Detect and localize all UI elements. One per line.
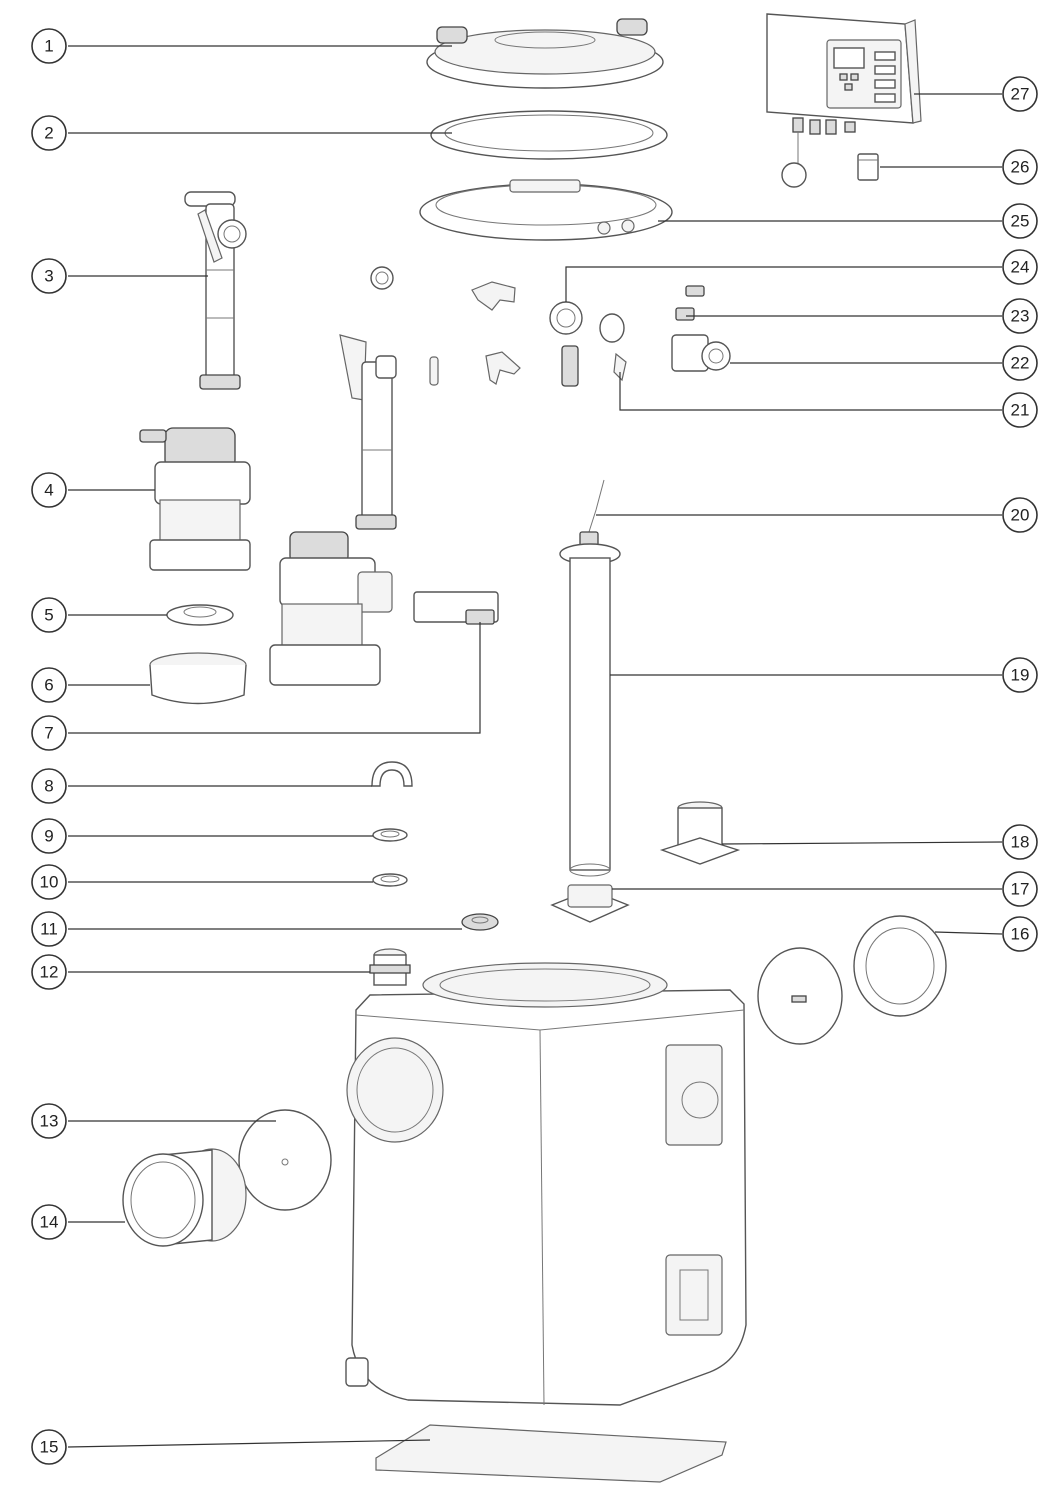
callout-18: 18 — [1002, 824, 1038, 860]
callout-24: 24 — [1002, 249, 1038, 285]
part-pump-center — [269, 531, 393, 686]
callout-19: 19 — [1002, 657, 1038, 693]
part-connector — [413, 591, 499, 625]
callout-22: 22 — [1002, 345, 1038, 381]
callout-11: 11 — [31, 911, 67, 947]
callout-3: 3 — [31, 258, 67, 294]
callout-18-label: 18 — [1011, 833, 1030, 852]
callout-10-label: 10 — [40, 873, 59, 892]
callout-17: 17 — [1002, 871, 1038, 907]
callout-27-label: 27 — [1011, 85, 1030, 104]
part-ring-10 — [372, 873, 408, 887]
part-impeller-plate — [166, 604, 234, 626]
part-nut-11 — [461, 913, 499, 931]
callout-3-label: 3 — [44, 267, 53, 286]
part-inlet-sleeve — [122, 1148, 247, 1247]
part-side-flange — [853, 915, 947, 1017]
part-side-cover — [757, 947, 843, 1045]
part-pump-left — [139, 427, 251, 571]
callout-16: 16 — [1002, 916, 1038, 952]
callout-26-label: 26 — [1011, 158, 1030, 177]
callout-1: 1 — [31, 28, 67, 64]
callout-16-label: 16 — [1011, 925, 1030, 944]
part-bracket-top — [471, 281, 516, 311]
leader-lines — [67, 45, 1003, 1448]
callout-5-label: 5 — [44, 606, 53, 625]
callout-8: 8 — [31, 768, 67, 804]
callout-27: 27 — [1002, 76, 1038, 112]
part-clip — [561, 345, 579, 387]
part-clamp-ring — [419, 179, 673, 241]
callout-17-label: 17 — [1011, 880, 1030, 899]
callout-10: 10 — [31, 864, 67, 900]
part-small-module — [857, 153, 879, 181]
callout-7: 7 — [31, 715, 67, 751]
callout-25-label: 25 — [1011, 212, 1030, 231]
part-discharge-pipe-center — [339, 334, 397, 530]
callout-6: 6 — [31, 667, 67, 703]
callout-6-label: 6 — [44, 676, 53, 695]
part-bracket-lower — [485, 351, 521, 385]
callout-25: 25 — [1002, 203, 1038, 239]
part-clamp-8 — [371, 761, 413, 787]
callout-21-label: 21 — [1011, 401, 1030, 420]
callout-7-label: 7 — [44, 724, 53, 743]
part-pin — [429, 356, 439, 386]
part-flap-21 — [613, 352, 627, 382]
callout-5: 5 — [31, 597, 67, 633]
part-ring-9 — [372, 828, 408, 842]
part-cap — [599, 313, 625, 343]
callout-15: 15 — [31, 1429, 67, 1465]
part-valve-24 — [549, 301, 583, 335]
callout-13-label: 13 — [40, 1112, 59, 1131]
callout-12-label: 12 — [40, 963, 59, 982]
part-blind-cover — [238, 1109, 332, 1211]
part-pump-housing-base — [149, 652, 247, 705]
part-screw-23 — [675, 285, 705, 321]
part-control-unit — [766, 13, 922, 188]
part-level-tube — [559, 479, 621, 877]
callout-20-label: 20 — [1011, 506, 1030, 525]
callout-9-label: 9 — [44, 827, 53, 846]
part-base-plate — [375, 1424, 727, 1483]
callout-9: 9 — [31, 818, 67, 854]
callout-13: 13 — [31, 1103, 67, 1139]
callout-19-label: 19 — [1011, 666, 1030, 685]
callout-24-label: 24 — [1011, 258, 1030, 277]
part-valve-body-22 — [671, 334, 731, 372]
callout-4: 4 — [31, 472, 67, 508]
callout-22-label: 22 — [1011, 354, 1030, 373]
callout-1-label: 1 — [44, 37, 53, 56]
callout-14-label: 14 — [40, 1213, 59, 1232]
part-tank — [345, 962, 747, 1406]
part-ring-fitting — [370, 266, 394, 290]
callout-21: 21 — [1002, 392, 1038, 428]
part-float-cup — [659, 801, 741, 865]
callout-11-label: 11 — [40, 920, 58, 939]
callout-4-label: 4 — [44, 481, 53, 500]
callout-20: 20 — [1002, 497, 1038, 533]
part-gasket-ring — [430, 110, 668, 160]
callout-8-label: 8 — [44, 777, 53, 796]
callout-14: 14 — [31, 1204, 67, 1240]
callout-26: 26 — [1002, 149, 1038, 185]
part-discharge-pipe-left — [184, 191, 247, 390]
callout-12: 12 — [31, 954, 67, 990]
part-lid — [426, 18, 664, 89]
callout-23: 23 — [1002, 298, 1038, 334]
callout-2: 2 — [31, 115, 67, 151]
part-nozzle-12 — [369, 948, 411, 986]
callout-23-label: 23 — [1011, 307, 1030, 326]
callout-2-label: 2 — [44, 124, 53, 143]
part-tube-base-flange — [550, 884, 630, 923]
callout-15-label: 15 — [40, 1438, 59, 1457]
